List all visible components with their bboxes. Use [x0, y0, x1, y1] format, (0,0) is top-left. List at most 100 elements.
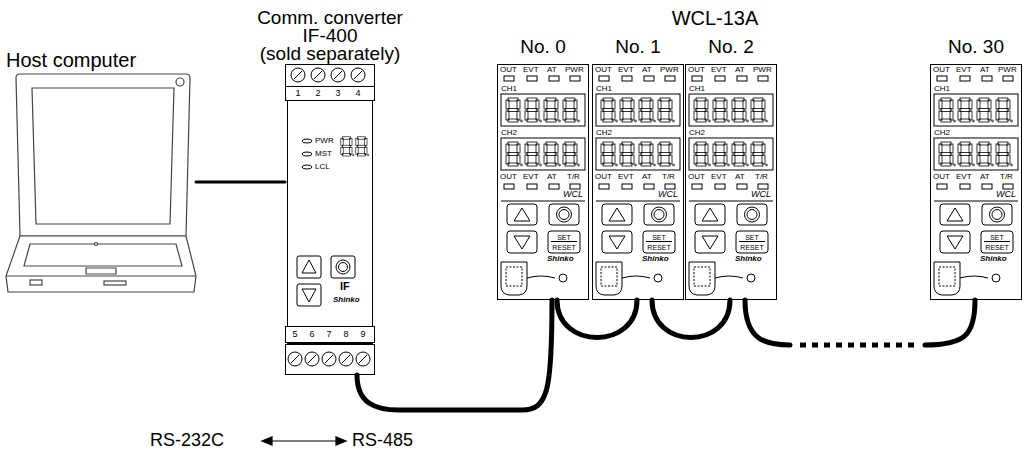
panel-label: (sold separately) — [230, 44, 430, 63]
panel-label: CH1 — [689, 85, 705, 93]
panel-label: 9 — [358, 330, 368, 339]
double-arrow — [262, 437, 346, 445]
panel-label: RESET — [982, 244, 1012, 251]
panel-label: CH2 — [689, 129, 705, 137]
panel-label: OUT — [688, 173, 705, 181]
panel-label: EVT — [618, 173, 634, 181]
panel-label: 5 — [290, 330, 300, 339]
panel-label: RESET — [549, 244, 579, 251]
panel-label: RESET — [737, 244, 767, 251]
panel-label: AT — [980, 66, 990, 74]
cable — [745, 300, 975, 345]
panel-label: OUT — [595, 66, 612, 74]
panel-label: WCL — [658, 190, 678, 199]
panel-label: SET — [644, 234, 674, 241]
panel-label: OUT — [595, 173, 612, 181]
panel-label: LCL — [315, 163, 330, 171]
laptop-illustration — [6, 74, 196, 292]
panel-label: AT — [735, 173, 745, 181]
panel-label: PWR — [660, 66, 679, 74]
panel-label: EVT — [711, 66, 727, 74]
device-heading: No. 0 — [498, 37, 588, 56]
converter-illustration — [286, 65, 375, 375]
cable — [652, 300, 730, 338]
device-heading: No. 30 — [931, 37, 1021, 56]
controller: No. 0OUTEVTATPWRCH1CH2OUTEVTATT/RWCLSETR… — [497, 64, 589, 300]
panel-label: Shinko — [547, 255, 574, 263]
panel-label: AT — [547, 173, 557, 181]
device-heading: No. 2 — [686, 37, 776, 56]
panel-label: SET — [549, 234, 579, 241]
panel-label: AT — [735, 66, 745, 74]
panel-label: T/R — [1000, 173, 1013, 181]
controller-illustration — [931, 65, 1022, 300]
panel-label: PWR — [315, 137, 334, 145]
panel-label: PWR — [753, 66, 772, 74]
host-computer: Host computer — [4, 48, 196, 298]
panel-label: AT — [642, 66, 652, 74]
panel-label: 8 — [341, 330, 351, 339]
panel-label: EVT — [618, 66, 634, 74]
panel-label: OUT — [688, 66, 705, 74]
cable — [557, 300, 637, 338]
signal-label: RS-232C — [150, 431, 224, 449]
panel-label: CH1 — [934, 85, 950, 93]
panel-label: T/R — [755, 173, 768, 181]
model-label: WCL-13A — [640, 8, 790, 28]
panel-label: 1 — [293, 89, 303, 98]
panel-label: CH1 — [501, 85, 517, 93]
panel-label: AT — [642, 173, 652, 181]
panel-label: EVT — [711, 173, 727, 181]
panel-label: 4 — [353, 89, 363, 98]
panel-label: SET — [982, 234, 1012, 241]
panel-label: T/R — [662, 173, 675, 181]
device-heading: Host computer — [6, 50, 136, 70]
panel-label: SET — [737, 234, 767, 241]
panel-label: AT — [547, 66, 557, 74]
cable — [357, 300, 552, 410]
signal-label: RS-485 — [352, 431, 413, 449]
panel-label: Shinko — [642, 255, 669, 263]
comm-converter: Comm. converterIF-400(sold separately)12… — [285, 64, 375, 375]
panel-label: Shinko — [980, 255, 1007, 263]
panel-label: RESET — [644, 244, 674, 251]
device-heading: Comm. converter — [230, 8, 430, 27]
controller: No. 2OUTEVTATPWRCH1CH2OUTEVTATT/RWCLSETR… — [685, 64, 777, 300]
panel-label: CH2 — [596, 129, 612, 137]
controller-illustration — [593, 65, 684, 300]
panel-label: PWR — [998, 66, 1017, 74]
controller-illustration — [686, 65, 777, 300]
panel-label: EVT — [523, 66, 539, 74]
panel-label: OUT — [500, 66, 517, 74]
panel-label: 6 — [307, 330, 317, 339]
device-heading: No. 1 — [593, 37, 683, 56]
panel-label: CH2 — [934, 129, 950, 137]
panel-label: CH2 — [501, 129, 517, 137]
panel-label: EVT — [523, 173, 539, 181]
panel-label: PWR — [565, 66, 584, 74]
controller: No. 30OUTEVTATPWRCH1CH2OUTEVTATT/RWCLSET… — [930, 64, 1022, 300]
panel-label: WCL — [996, 190, 1016, 199]
panel-label: 7 — [324, 330, 334, 339]
panel-label: MST — [315, 150, 332, 158]
panel-label: EVT — [956, 173, 972, 181]
panel-label: 2 — [313, 89, 323, 98]
panel-label: WCL — [751, 190, 771, 199]
panel-label: IF — [340, 281, 350, 292]
panel-label: AT — [980, 173, 990, 181]
panel-label: WCL — [563, 190, 583, 199]
panel-label: EVT — [956, 66, 972, 74]
panel-label: OUT — [933, 173, 950, 181]
cable — [196, 182, 285, 183]
panel-label: Shinko — [333, 296, 360, 304]
panel-label: Shinko — [735, 255, 762, 263]
panel-label: OUT — [933, 66, 950, 74]
panel-label: OUT — [500, 173, 517, 181]
panel-label: IF-400 — [230, 26, 430, 45]
panel-label: CH1 — [596, 85, 612, 93]
controller-illustration — [498, 65, 589, 300]
panel-label: T/R — [567, 173, 580, 181]
controller: No. 1OUTEVTATPWRCH1CH2OUTEVTATT/RWCLSETR… — [592, 64, 684, 300]
panel-label: 3 — [333, 89, 343, 98]
